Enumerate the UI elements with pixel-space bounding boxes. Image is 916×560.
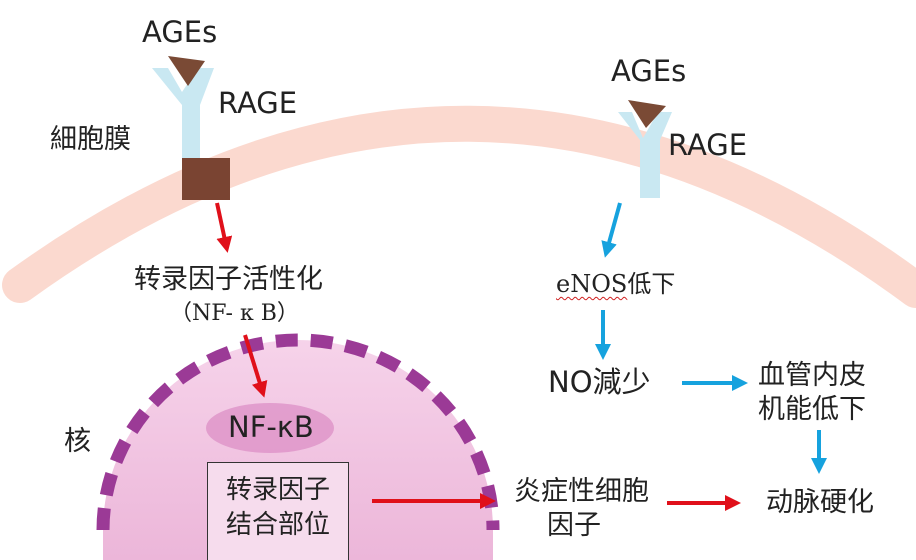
enos-suffix: 低下 <box>627 270 676 298</box>
cell-membrane-band <box>2 105 916 308</box>
enos-decrease-label: eNOS低下 <box>556 272 675 296</box>
nfkb-nucleus-label: NF-κB <box>228 410 314 444</box>
arrow-tf-to-nucleus <box>243 334 268 398</box>
tf-binding-site-box: 转录因子 结合部位 <box>207 462 349 560</box>
inflammatory-line1: 炎症性细胞 <box>514 476 649 507</box>
arrow-rage-to-tf <box>215 202 233 253</box>
enos-term: eNOS <box>556 270 628 298</box>
rage-receptor-left <box>152 68 230 200</box>
ages-ligand-right <box>628 100 666 128</box>
ages-label-left: AGEs <box>142 15 218 49</box>
ages-label-right: AGEs <box>611 54 687 88</box>
nfkb-blob <box>206 403 334 453</box>
binding-site-line1: 转录因子 <box>225 475 330 505</box>
binding-site-line2: 结合部位 <box>225 510 330 541</box>
nucleus-label: 核 <box>64 426 91 457</box>
inflammatory-line2: 因子 <box>547 510 601 541</box>
endothelial-line2: 机能低下 <box>758 394 866 425</box>
rage-label-left: RAGE <box>218 86 298 120</box>
rage-receptor-right <box>618 112 672 198</box>
nfkb-paren-label: （NF- κ B） <box>170 301 299 326</box>
tf-activation-label: 转录因子活性化 <box>134 264 323 295</box>
ages-ligand-left <box>168 56 205 86</box>
cell-membrane-label: 細胞膜 <box>50 124 131 155</box>
no-decrease-label: NO減少 <box>548 365 651 399</box>
endothelial-line1: 血管内皮 <box>758 360 866 391</box>
arteriosclerosis-label: 动脉硬化 <box>766 487 874 518</box>
rage-label-right: RAGE <box>668 128 748 162</box>
arrow-rage-to-enos <box>601 202 622 258</box>
